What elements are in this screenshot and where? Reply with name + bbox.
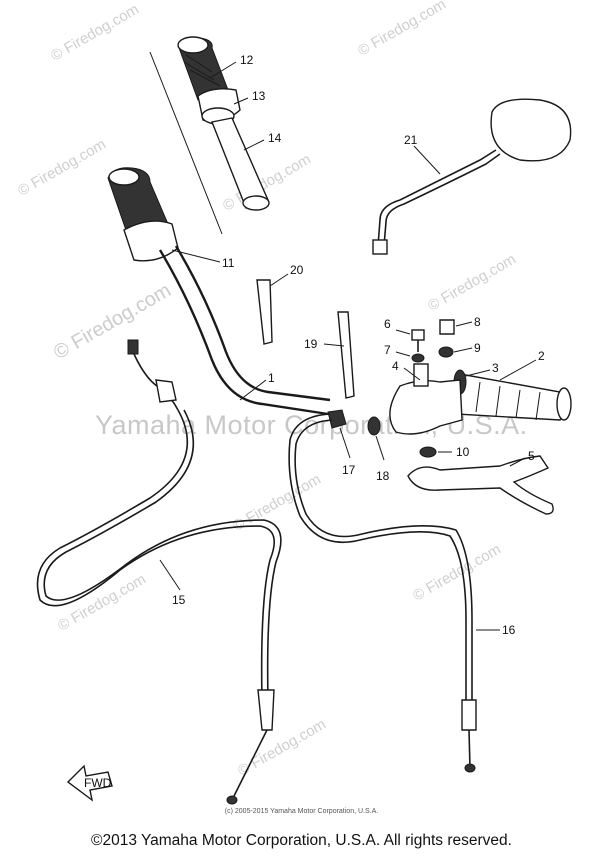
callout-19: 19: [304, 337, 318, 351]
exploded-view-line: [149, 51, 223, 235]
callout-2: 2: [538, 349, 545, 363]
callout-1: 1: [268, 371, 275, 385]
part-20-cable-tie: [256, 279, 273, 345]
callout-3: 3: [492, 361, 499, 375]
part-11-grip: [107, 167, 179, 262]
leader-lines: [159, 61, 537, 631]
callout-21: 21: [404, 133, 418, 147]
part-2-right-grip: [455, 373, 572, 421]
callouts: 1 2 3 4 5 6 7 8 9 10 11 12 13 14 15 16 1…: [172, 53, 545, 637]
callout-6: 6: [384, 317, 391, 331]
callout-18: 18: [376, 469, 390, 483]
part-18-locknut: [367, 416, 381, 436]
part-9-nut: [438, 346, 454, 358]
part-10-collar: [419, 446, 437, 458]
callout-5: 5: [528, 449, 535, 463]
small-copyright: (c) 2005-2015 Yamaha Motor Corporation, …: [224, 808, 379, 815]
part-8-nut: [439, 319, 455, 335]
fwd-label: FWD: [84, 776, 112, 790]
callout-7: 7: [384, 343, 391, 357]
callout-15: 15: [172, 593, 186, 607]
callout-20: 20: [290, 263, 304, 277]
part-15-clutch-cable: [36, 339, 282, 805]
part-21-mirror: [372, 98, 572, 255]
part-1-handlebar: [158, 249, 329, 416]
callout-9: 9: [474, 341, 481, 355]
callout-4: 4: [392, 359, 399, 373]
part-16-throttle-cable: [288, 413, 477, 773]
part-17-adjuster: [327, 409, 347, 429]
callout-14: 14: [268, 131, 282, 145]
callout-16: 16: [502, 623, 516, 637]
callout-12: 12: [240, 53, 254, 67]
callout-10: 10: [456, 445, 470, 459]
callout-13: 13: [252, 89, 266, 103]
part-5-lever: [407, 455, 554, 515]
part-19-band: [337, 311, 355, 399]
callout-8: 8: [474, 315, 481, 329]
footer-copyright: ©2013 Yamaha Motor Corporation, U.S.A. A…: [91, 832, 512, 849]
callout-11: 11: [222, 256, 235, 270]
callout-17: 17: [342, 463, 356, 477]
part-4-lever-holder: [389, 363, 463, 435]
fwd-arrow-icon: FWD: [66, 764, 113, 802]
part-7-washer: [411, 353, 425, 363]
part-12-grip: [177, 36, 229, 101]
part-13-collar: [197, 88, 241, 125]
part-6-bolt: [411, 329, 425, 352]
part-14-tube: [211, 117, 270, 211]
